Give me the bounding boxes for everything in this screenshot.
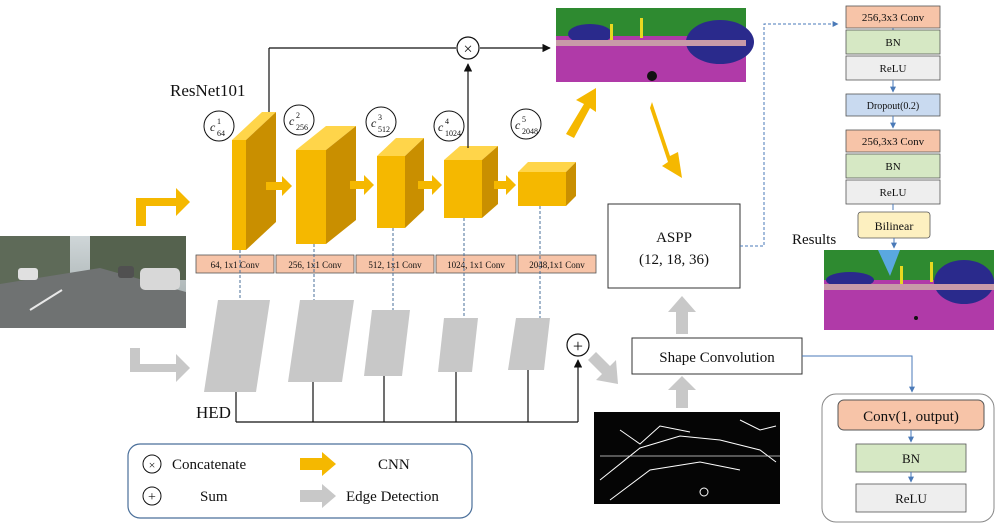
aspp-block: ASPP (12, 18, 36) [607,203,741,289]
svg-text:+: + [573,336,583,356]
svg-text:64: 64 [217,129,225,138]
svg-text:c: c [210,120,216,134]
edge-map-image [594,412,780,504]
svg-text:1024: 1024 [445,129,461,138]
stack-bn1: BN [885,37,900,49]
shape-convolution-label: Shape Convolution [659,350,775,366]
conv1x1-label-2: 256, 1x1 Conv [288,260,342,270]
conv1x1-label-1: 64, 1x1 Conv [211,260,260,270]
concat-path [268,43,551,148]
stack-bilinear: Bilinear [875,219,914,233]
output-relu: ReLU [895,491,927,506]
stack-relu2: ReLU [880,187,907,199]
svg-text:c: c [515,118,521,132]
conv1x1-label-4: 1024, 1x1 Conv [447,260,505,270]
hed-block-1 [204,300,270,392]
right-stack: 256,3x3 Conv BN ReLU Dropout(0.2) 256,3x… [845,5,941,249]
output-conv: Conv(1, output) [863,409,959,425]
svg-text:×: × [463,41,472,58]
conv1x1-label-5: 2048,1x1 Conv [529,260,585,270]
sum-operator: + [566,333,590,357]
svg-text:5: 5 [522,115,526,124]
results-label: Results [792,232,836,248]
svg-text:3: 3 [378,113,382,122]
legend-concat-icon [142,454,162,474]
legend-sum-label: Sum [200,489,228,505]
output-block: Conv(1, output) BN ReLU [821,393,995,523]
cnn-stage-3 [377,138,424,228]
svg-text:2: 2 [296,111,300,120]
stage-circle-1: c 1 64 [203,110,235,142]
svg-text:1: 1 [217,117,221,126]
cnn-stage-5 [518,162,576,206]
stage-circle-2: c 2 256 [283,104,315,136]
output-cnn-arrows [566,88,682,178]
stage-circle-4: c 4 1024 [433,110,465,142]
top-segmentation-image [556,8,754,82]
cnn-inter-arrows [266,175,516,196]
conv1x1-row: 64, 1x1 Conv 256, 1x1 Conv 512, 1x1 Conv… [195,254,597,274]
svg-text:+: + [148,490,156,505]
hed-label: HED [196,403,231,422]
hed-blocks [204,300,550,392]
stack-conv1: 256,3x3 Conv [862,12,925,24]
conv1x1-label-3: 512, 1x1 Conv [368,260,422,270]
edge-to-shape-arrow [668,376,696,408]
svg-text:512: 512 [378,125,390,134]
stack-dropout: Dropout(0.2) [867,101,920,112]
results-segmentation-image [824,250,994,330]
stack-relu1: ReLU [880,63,907,75]
stack-conv2: 256,3x3 Conv [862,136,925,148]
legend-sum-icon [142,486,162,506]
blue-connectors [740,21,915,393]
svg-text:c: c [438,120,444,134]
input-street-image [0,236,186,328]
legend-edge-label: Edge Detection [346,489,439,505]
input-cnn-arrow [136,188,190,226]
legend-cnn-arrow-icon [300,452,336,476]
input-edge-arrow [130,348,190,382]
svg-text:4: 4 [445,117,449,126]
output-bn: BN [902,451,921,466]
stack-bn2: BN [885,161,900,173]
hed-block-4 [438,318,478,372]
svg-text:2048: 2048 [522,127,538,136]
hed-sum-bus [235,359,583,423]
legend-cnn-label: CNN [378,457,410,473]
stage-connectors [239,206,541,318]
hed-block-3 [364,310,410,376]
concat-operator: × [456,36,480,60]
shape-to-aspp-arrow [668,296,696,334]
sum-to-edge-arrow [588,352,618,384]
legend: × Concatenate + Sum CNN Edge Detection [127,443,473,519]
stage-circle-3: c 3 512 [365,106,397,138]
aspp-title: ASPP [656,230,692,246]
aspp-rates: (12, 18, 36) [639,252,709,268]
stage-circle-5: c 5 2048 [510,108,542,140]
hed-block-5 [508,318,550,370]
legend-edge-arrow-icon [300,484,336,508]
legend-concat-label: Concatenate [172,457,246,473]
svg-text:c: c [289,114,295,128]
cnn-stage-4 [444,146,498,218]
hed-block-2 [288,300,354,382]
shape-convolution-block: Shape Convolution [631,337,803,375]
svg-text:c: c [371,116,377,130]
cnn-stage-2 [296,126,356,244]
svg-text:256: 256 [296,123,308,132]
cnn-stage-1 [232,112,276,250]
resnet-label: ResNet101 [170,81,246,100]
svg-text:×: × [149,458,156,472]
